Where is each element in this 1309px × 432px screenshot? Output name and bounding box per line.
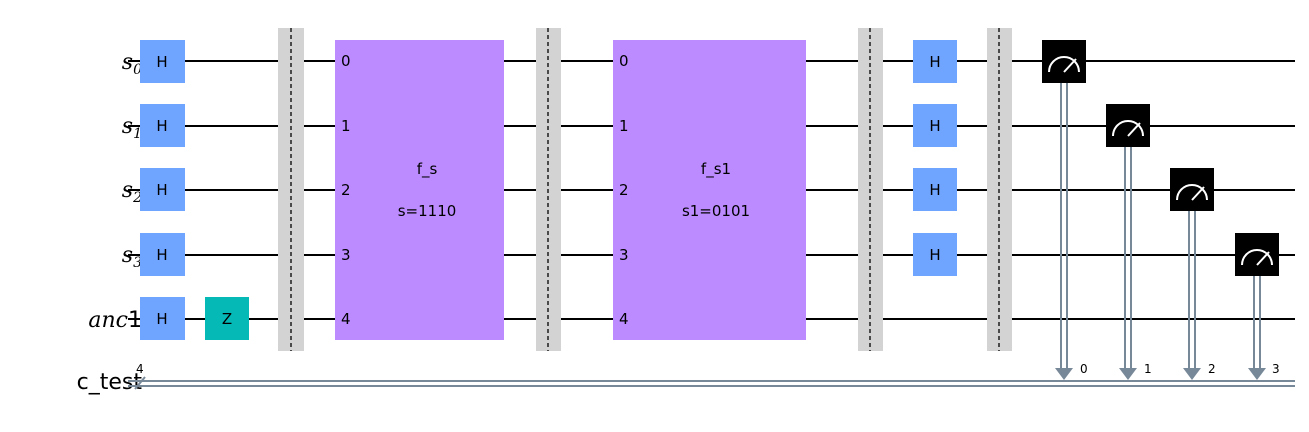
- meter-icon: [1176, 184, 1208, 201]
- h-gate: [140, 233, 185, 276]
- oracle-param: s1=0101: [682, 202, 750, 220]
- oracle-pin-label: 0: [619, 52, 629, 70]
- meter-icon: [1048, 56, 1080, 73]
- qubit-label-anc1: anc1: [88, 308, 142, 333]
- oracle-pin-label: 3: [341, 246, 351, 264]
- oracle-f-s1: 0 1 2 3 4 f_s1 s1=0101: [613, 40, 806, 340]
- oracle-pin-label: 4: [341, 310, 351, 328]
- oracle-name: f_s1: [701, 160, 731, 179]
- barrier: [278, 28, 304, 351]
- creg-size: 4: [136, 362, 144, 376]
- measurement-s2: 2: [1170, 168, 1216, 380]
- meter-icon: [1112, 120, 1144, 137]
- h-gate-labels-column-1: H H H H H: [156, 53, 167, 328]
- h-gate-labels-column-2: H H H H: [929, 53, 940, 264]
- creg-label: c_test: [77, 370, 143, 395]
- oracle-param: s=1110: [398, 202, 457, 220]
- qubit-label-s1: s1: [122, 114, 142, 142]
- h-gate-label: H: [156, 181, 167, 199]
- measure-bit-index: 1: [1144, 362, 1152, 376]
- h-gate: [140, 168, 185, 211]
- h-gate: [140, 40, 185, 83]
- z-gate: [205, 297, 249, 340]
- oracle-pin-label: 2: [341, 181, 351, 199]
- measure-bit-index: 0: [1080, 362, 1088, 376]
- h-gates-column-2: [913, 40, 957, 276]
- oracle-pin-label: 4: [619, 310, 629, 328]
- measurement-s3: 3: [1235, 233, 1280, 380]
- oracle-pin-label: 3: [619, 246, 629, 264]
- barrier: [536, 28, 561, 351]
- barrier: [987, 28, 1012, 351]
- h-gate: [913, 233, 957, 276]
- h-gate-label: H: [929, 117, 940, 135]
- qubit-label-s2: s2: [122, 178, 142, 206]
- oracle-pin-label: 2: [619, 181, 629, 199]
- measure-bit-index: 3: [1272, 362, 1280, 376]
- h-gate: [140, 104, 185, 147]
- h-gate: [913, 168, 957, 211]
- creg-slash: [134, 376, 146, 390]
- qubit-label-s3: s3: [122, 243, 142, 271]
- oracle-pin-label: 1: [619, 117, 629, 135]
- h-gate-label: H: [929, 246, 940, 264]
- z-gate-label: Z: [222, 310, 232, 328]
- h-gate-label: H: [929, 181, 940, 199]
- h-gate: [913, 40, 957, 83]
- h-gate-label: H: [156, 246, 167, 264]
- measurement-s0: 0: [1042, 40, 1088, 380]
- h-gates-column-1: [140, 40, 185, 340]
- measurement-s1: 1: [1106, 104, 1152, 380]
- meter-icon: [1241, 249, 1273, 266]
- h-gate: [913, 104, 957, 147]
- h-gate-label: H: [156, 53, 167, 71]
- measure-bit-index: 2: [1208, 362, 1216, 376]
- h-gate-label: H: [156, 117, 167, 135]
- h-gate-label: H: [156, 310, 167, 328]
- barrier: [858, 28, 883, 351]
- h-gate-label: H: [929, 53, 940, 71]
- oracle-pin-label: 0: [341, 52, 351, 70]
- oracle-pin-label: 1: [341, 117, 351, 135]
- qubit-labels: s0 s1 s2 s3 anc1 c_test: [77, 50, 143, 395]
- oracle-f-s: 0 1 2 3 4 f_s s=1110: [335, 40, 504, 340]
- oracle-name: f_s: [417, 160, 438, 179]
- qubit-label-s0: s0: [122, 50, 142, 78]
- classical-register-wire: [128, 376, 1295, 390]
- h-gate: [140, 297, 185, 340]
